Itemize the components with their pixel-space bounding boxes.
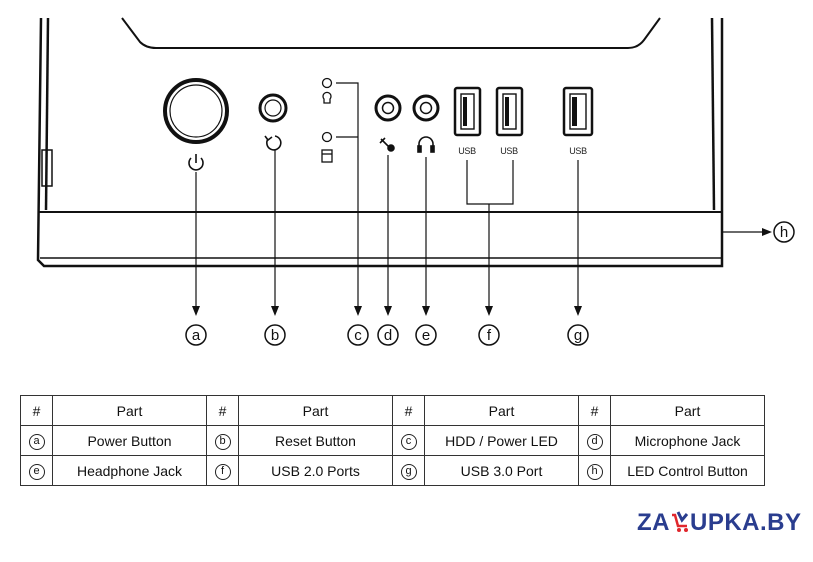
- callout-f: f: [487, 327, 492, 344]
- callout-badge: f: [214, 464, 231, 480]
- power-icon: [188, 154, 204, 171]
- callout-h: h: [780, 224, 788, 241]
- usb-label-1: USB: [458, 146, 476, 156]
- row-num-cell: g: [392, 455, 425, 486]
- hdd-icon: [321, 149, 333, 163]
- callout-b: b: [271, 327, 279, 344]
- row-num-cell: d: [578, 425, 611, 456]
- row-part-cell: Power Button: [52, 425, 207, 456]
- header-num: #: [578, 395, 611, 426]
- callout-badge: b: [214, 434, 231, 450]
- headphone-jack[interactable]: [412, 94, 440, 122]
- reset-icon: [264, 135, 282, 151]
- watermark-text-end: UPKA.BY: [690, 509, 802, 536]
- row-num-cell: e: [20, 455, 53, 486]
- row-num-cell: b: [206, 425, 239, 456]
- callout-f-circle: [478, 324, 500, 346]
- callout-d-circle: [377, 324, 399, 346]
- power-led: [321, 77, 333, 89]
- front-panel-diagram: USB USB USB a b c d: [36, 17, 795, 346]
- usb-3-port[interactable]: [562, 86, 594, 137]
- power-led-icon: [322, 91, 332, 104]
- header-part: Part: [610, 395, 765, 426]
- case-outline: [36, 17, 724, 268]
- callout-e: e: [422, 327, 430, 344]
- callout-badge: a: [28, 434, 45, 450]
- header-part: Part: [52, 395, 207, 426]
- row-part-cell: Headphone Jack: [52, 455, 207, 486]
- callout-a-circle: [185, 324, 207, 346]
- row-part-cell: USB 2.0 Ports: [238, 455, 393, 486]
- callout-d: d: [384, 327, 392, 344]
- row-num-cell: c: [392, 425, 425, 456]
- parts-table: # Part # Part # Part # Part a Power Butt…: [20, 395, 765, 486]
- table-row: e Headphone Jack f USB 2.0 Ports g USB 3…: [20, 455, 765, 486]
- reset-button[interactable]: [258, 93, 288, 123]
- header-num: #: [392, 395, 425, 426]
- callout-c: c: [354, 327, 362, 344]
- usb-label-2: USB: [500, 146, 518, 156]
- cart-icon: [672, 511, 689, 532]
- header-num: #: [20, 395, 53, 426]
- leader-lines: [195, 82, 766, 310]
- callout-a: a: [192, 327, 201, 344]
- row-part-cell: Reset Button: [238, 425, 393, 456]
- power-button[interactable]: [163, 78, 229, 144]
- table-header-row: # Part # Part # Part # Part: [20, 395, 765, 426]
- table-row: a Power Button b Reset Button c HDD / Po…: [20, 425, 765, 456]
- header-part: Part: [424, 395, 579, 426]
- usb-2-port-1[interactable]: [453, 86, 482, 137]
- microphone-icon: [379, 137, 395, 152]
- hdd-led: [321, 131, 333, 143]
- watermark-logo: ZA UPKA.BY: [637, 509, 802, 537]
- callout-g: g: [574, 327, 582, 344]
- row-part-cell: Microphone Jack: [610, 425, 765, 456]
- row-part-cell: USB 3.0 Port: [424, 455, 579, 486]
- row-num-cell: h: [578, 455, 611, 486]
- usb-2-port-2[interactable]: [495, 86, 524, 137]
- header-part: Part: [238, 395, 393, 426]
- callout-g-circle: [567, 324, 589, 346]
- row-part-cell: LED Control Button: [610, 455, 765, 486]
- usb-label-3: USB: [569, 146, 587, 156]
- row-part-cell: HDD / Power LED: [424, 425, 579, 456]
- arrowheads: [192, 228, 772, 316]
- callout-badge: d: [586, 434, 603, 450]
- callout-c-circle: [347, 324, 369, 346]
- callout-b-circle: [264, 324, 286, 346]
- microphone-jack[interactable]: [374, 94, 402, 122]
- row-num-cell: a: [20, 425, 53, 456]
- callout-badge: c: [400, 434, 417, 450]
- callout-h-circle: [773, 221, 795, 243]
- header-num: #: [206, 395, 239, 426]
- callout-badge: e: [28, 464, 45, 480]
- watermark-text-start: ZA: [637, 509, 670, 536]
- callout-badge: h: [586, 464, 603, 480]
- row-num-cell: f: [206, 455, 239, 486]
- callout-badge: g: [400, 464, 417, 480]
- headphone-icon: [417, 136, 435, 153]
- callout-e-circle: [415, 324, 437, 346]
